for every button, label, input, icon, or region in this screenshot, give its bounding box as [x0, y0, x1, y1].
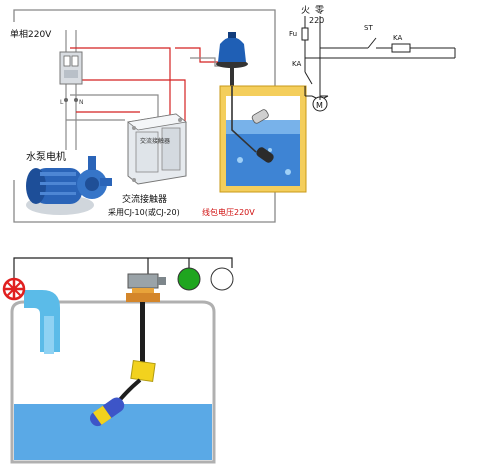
pump-motor-icon — [26, 156, 112, 215]
indicator-lamp-green-icon — [177, 267, 201, 291]
contactor-model: 采用CJ-10(或CJ-20) — [108, 207, 180, 217]
contactor-icon: 交流接触器 — [127, 113, 187, 185]
motor-symbol-icon — [312, 96, 328, 112]
phase-label-n: N — [79, 99, 84, 106]
relay-coil-icon — [391, 43, 411, 53]
breaker-icon — [59, 51, 83, 85]
relay-contact-icon — [304, 71, 313, 85]
phase-label-l: L — [60, 99, 64, 106]
circuit-schematic: 火 零 220 Fu ST KA KA M — [289, 5, 456, 112]
float-switch-icon — [126, 273, 166, 364]
float-yellow-icon — [130, 359, 156, 383]
relay-contact-label: KA — [292, 60, 301, 68]
float-blue-icon — [89, 397, 125, 427]
float-switch-head-icon — [216, 32, 248, 86]
live-label: 火 — [301, 5, 310, 16]
indicator-lamp-off-icon — [210, 267, 234, 291]
motor-label: M — [316, 101, 323, 110]
contactor-title: 交流接触器 — [122, 193, 167, 205]
float-tank-illustration — [2, 257, 234, 464]
wiring-tank — [219, 85, 307, 193]
coil-voltage-label: 线包电压220V — [202, 207, 255, 217]
fuse-icon — [301, 27, 309, 41]
contactor-face-text: 交流接触器 — [140, 137, 170, 145]
wiring-illustration: L N 交流接触器 — [10, 9, 307, 223]
switch-st-icon — [367, 37, 377, 49]
switch-label: ST — [364, 24, 373, 32]
neutral-label: 零 — [315, 5, 324, 16]
pump-motor-label: 水泵电机 — [26, 150, 66, 163]
relay-label: KA — [393, 34, 402, 42]
voltage-label: 220 — [309, 16, 324, 25]
valve-icon — [2, 277, 26, 301]
fuse-label: Fu — [289, 30, 297, 38]
single-phase-label: 单相220V — [10, 28, 52, 40]
